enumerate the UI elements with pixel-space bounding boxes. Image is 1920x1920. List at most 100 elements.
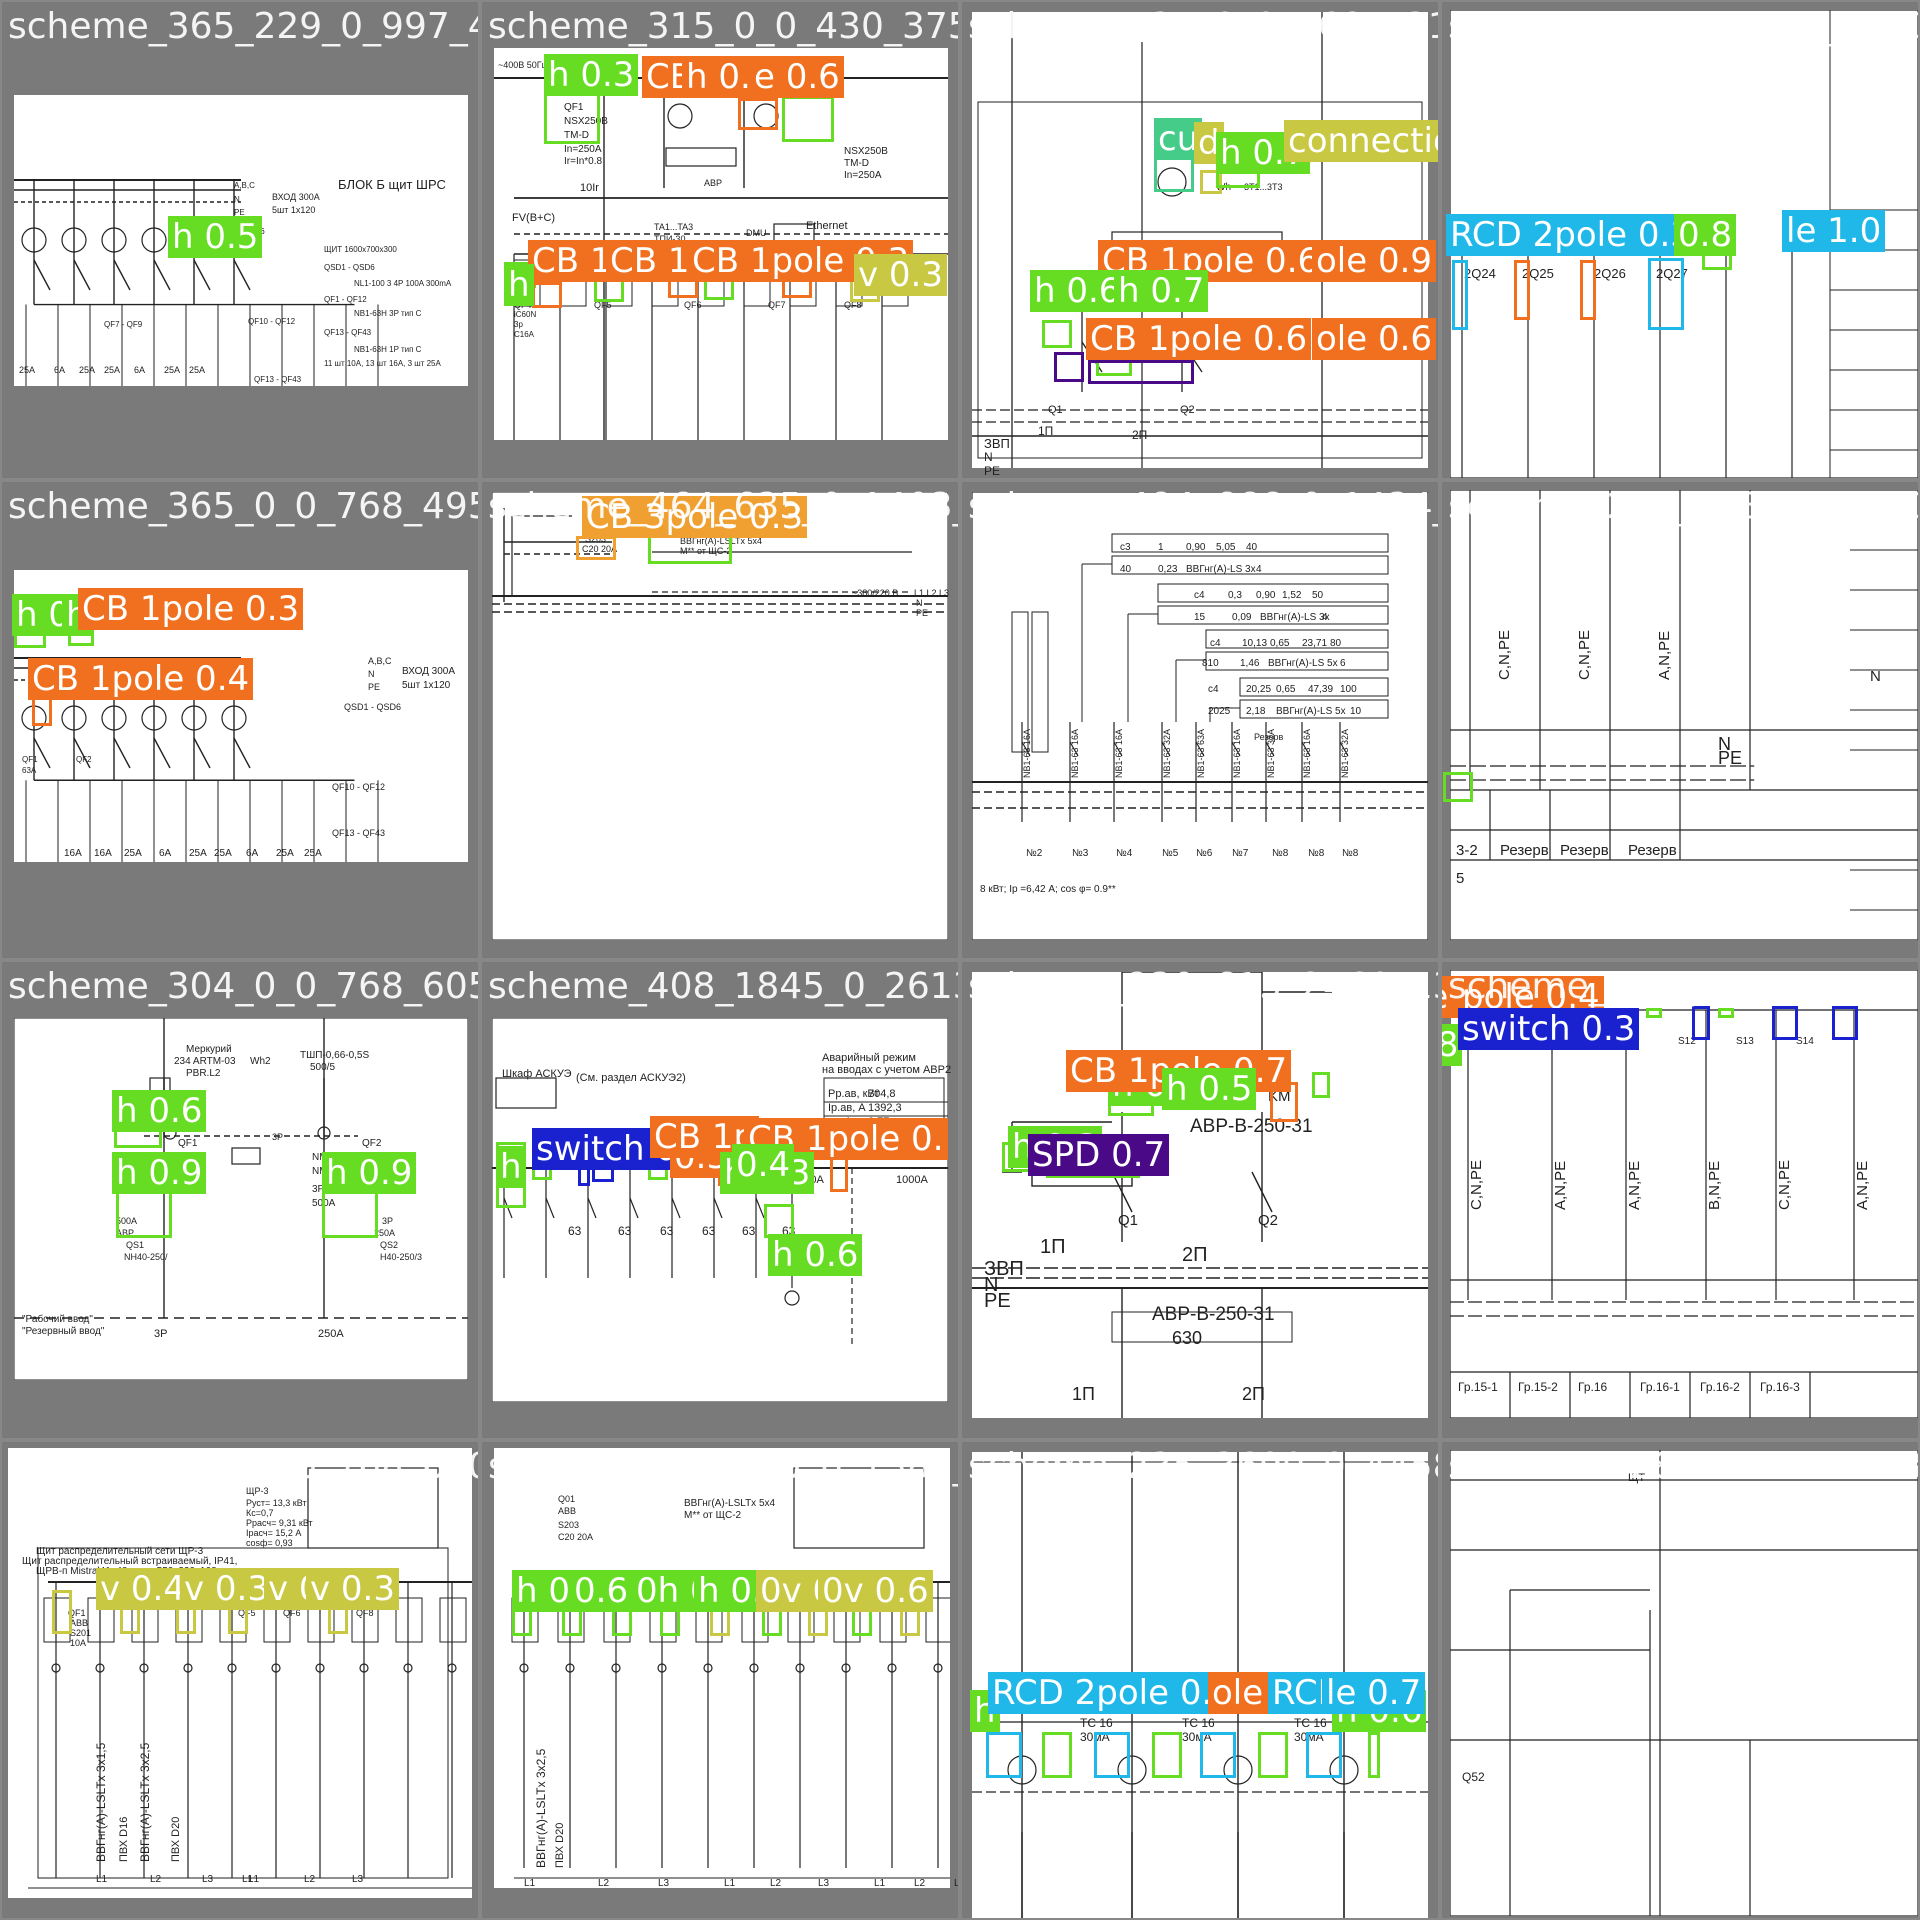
schematic-text: БЛОК Б щит ШРС	[338, 177, 446, 192]
schematic-text: C,N,PE	[1576, 629, 1593, 680]
schematic-text: Руст= 13,3 кВт	[246, 1498, 307, 1508]
detection-tile: KMKMАВР-В-250-31Q1Q21П2ПЗВПNPEАВР-В-250-…	[962, 962, 1438, 1438]
detection-label: le 1.0	[1782, 210, 1886, 252]
schematic-text: N	[368, 669, 375, 679]
detection-box	[1306, 1732, 1342, 1778]
schematic-text: C20 20A	[558, 1532, 594, 1542]
detection-label: h 0.6	[768, 1234, 863, 1276]
schematic-text: №4	[1116, 848, 1133, 859]
tile-filename: scheme_228_7873_1845_86	[1448, 1446, 1918, 1487]
schematic-text: C,N,PE	[1468, 1159, 1485, 1210]
schematic-text: ВВГнг(А)-LS 5x	[1276, 706, 1346, 717]
schematic-text: PE	[368, 682, 381, 692]
detection-label: SPD 0.7	[1028, 1134, 1170, 1176]
schematic-text: ~400В 50Гц	[498, 60, 547, 70]
schematic-text: NB1-63H 3P тип C	[354, 309, 422, 318]
schematic-text: 4	[1322, 612, 1328, 623]
schematic-text: QF1 - QF12	[324, 295, 367, 304]
schematic-text: PE	[234, 208, 245, 217]
schematic-text: 5шт 1x120	[402, 680, 451, 691]
tile-filename: scheme_228_5535_615_636	[1448, 486, 1918, 527]
schematic-text: 2Q24	[1464, 266, 1496, 281]
schematic-page: Шкаф АСКУЭ(См. раздел АСКУЭ2)Аварийный р…	[492, 1018, 951, 1402]
schematic-text: 3p	[514, 320, 523, 329]
schematic-text: Q2	[1258, 1212, 1279, 1229]
schematic-text: Аварийный режим	[822, 1052, 916, 1064]
schematic-text: TA1...TA3	[654, 222, 694, 232]
schematic-text: NB1-63 16A	[1022, 728, 1032, 778]
schematic-text: NH40-250/	[124, 1252, 168, 1262]
schematic-text: 6A	[54, 365, 66, 375]
schematic-text: QF8	[844, 300, 862, 310]
schematic-text: 2025	[1208, 706, 1231, 717]
schematic-text: Q1	[1118, 1212, 1139, 1229]
schematic-text: 500A	[116, 1216, 138, 1226]
schematic-text: Резерв	[1254, 732, 1284, 742]
schematic-drawing	[972, 492, 1428, 940]
schematic-text: 10	[1350, 706, 1362, 717]
detection-label: h 0.6	[112, 1090, 207, 1132]
schematic-text: QS2	[380, 1240, 399, 1250]
schematic-text: Щит распределительный встраиваемый, IP41…	[22, 1556, 238, 1567]
schematic-text: H40-250/3	[380, 1252, 423, 1262]
schematic-text: №8	[1272, 848, 1289, 859]
schematic-text: L3	[352, 1874, 364, 1885]
schematic-text: NB1-63 16A	[1232, 728, 1242, 778]
detection-label: CB 1	[606, 240, 694, 282]
schematic-text: L1	[874, 1878, 886, 1889]
schematic-text: NB1-63 32A	[1162, 728, 1172, 778]
schematic-text: 47,39	[1308, 684, 1334, 695]
schematic-text: Q01	[558, 1494, 576, 1504]
schematic-text: 0,90	[1186, 542, 1206, 553]
detection-box	[738, 98, 778, 130]
schematic-text: QF10 - QF12	[332, 782, 386, 792]
schematic-text: Q2	[1180, 404, 1195, 416]
schematic-text: 2П	[1182, 1244, 1208, 1266]
detection-label: h 0.3	[544, 54, 639, 96]
detection-label: RCD 2pole 0.5	[988, 1672, 1238, 1714]
schematic-text: S203	[585, 534, 607, 544]
schematic-text: ВВГнг(А)-LS 3x	[1186, 564, 1256, 575]
detection-box	[1692, 1006, 1710, 1040]
schematic-text: ТШП-0,66-0,5S	[300, 1050, 370, 1061]
schematic-text: TM-D	[564, 130, 589, 141]
tile-filename: scheme_431_0_0_768_731.png	[968, 6, 1438, 47]
schematic-text: АВР	[704, 178, 723, 188]
tile-filename: scheme_228_...png	[1448, 966, 1797, 1007]
schematic-text: 0,3	[1228, 590, 1242, 601]
tile-filename: scheme_461_615_0_1383_7	[488, 1446, 958, 1487]
schematic-text: 4	[1256, 564, 1262, 575]
detection-label: CB 3pole 0.3	[582, 496, 808, 538]
schematic-text: Щит распределительный сети ЩР-3	[36, 1546, 204, 1557]
detection-label: 0.4	[732, 1144, 795, 1186]
schematic-text: QF1	[178, 1138, 198, 1149]
schematic-text: "Рабочий ввод"	[22, 1314, 93, 1325]
schematic-text: N	[1870, 668, 1881, 685]
schematic-text: A,B,C	[368, 656, 392, 666]
schematic-text: NB1-63 63A	[1196, 728, 1206, 778]
schematic-text: 3T1...3T3	[1244, 182, 1283, 192]
schematic-text: ТС 16	[1080, 1716, 1113, 1730]
detection-box	[1258, 1732, 1288, 1778]
tile-filename: scheme_230_615_2460_1383.png	[968, 966, 1438, 1007]
schematic-text: N	[234, 195, 240, 204]
detection-label: h	[496, 1146, 526, 1188]
detection-box	[1152, 1732, 1182, 1778]
schematic-text: №8	[1308, 848, 1325, 859]
schematic-text: L1	[96, 1874, 108, 1885]
schematic-text: 500/5	[310, 1062, 336, 1073]
schematic-text: 23,71	[1302, 638, 1328, 649]
schematic-text: S203	[558, 1520, 580, 1530]
detection-box	[576, 536, 616, 560]
detection-box	[1646, 1008, 1662, 1018]
schematic-text: iC60N	[514, 310, 537, 319]
schematic-text: Резерв	[1560, 842, 1609, 859]
schematic-text: L2	[304, 1874, 316, 1885]
schematic-text: L2	[770, 1878, 782, 1889]
